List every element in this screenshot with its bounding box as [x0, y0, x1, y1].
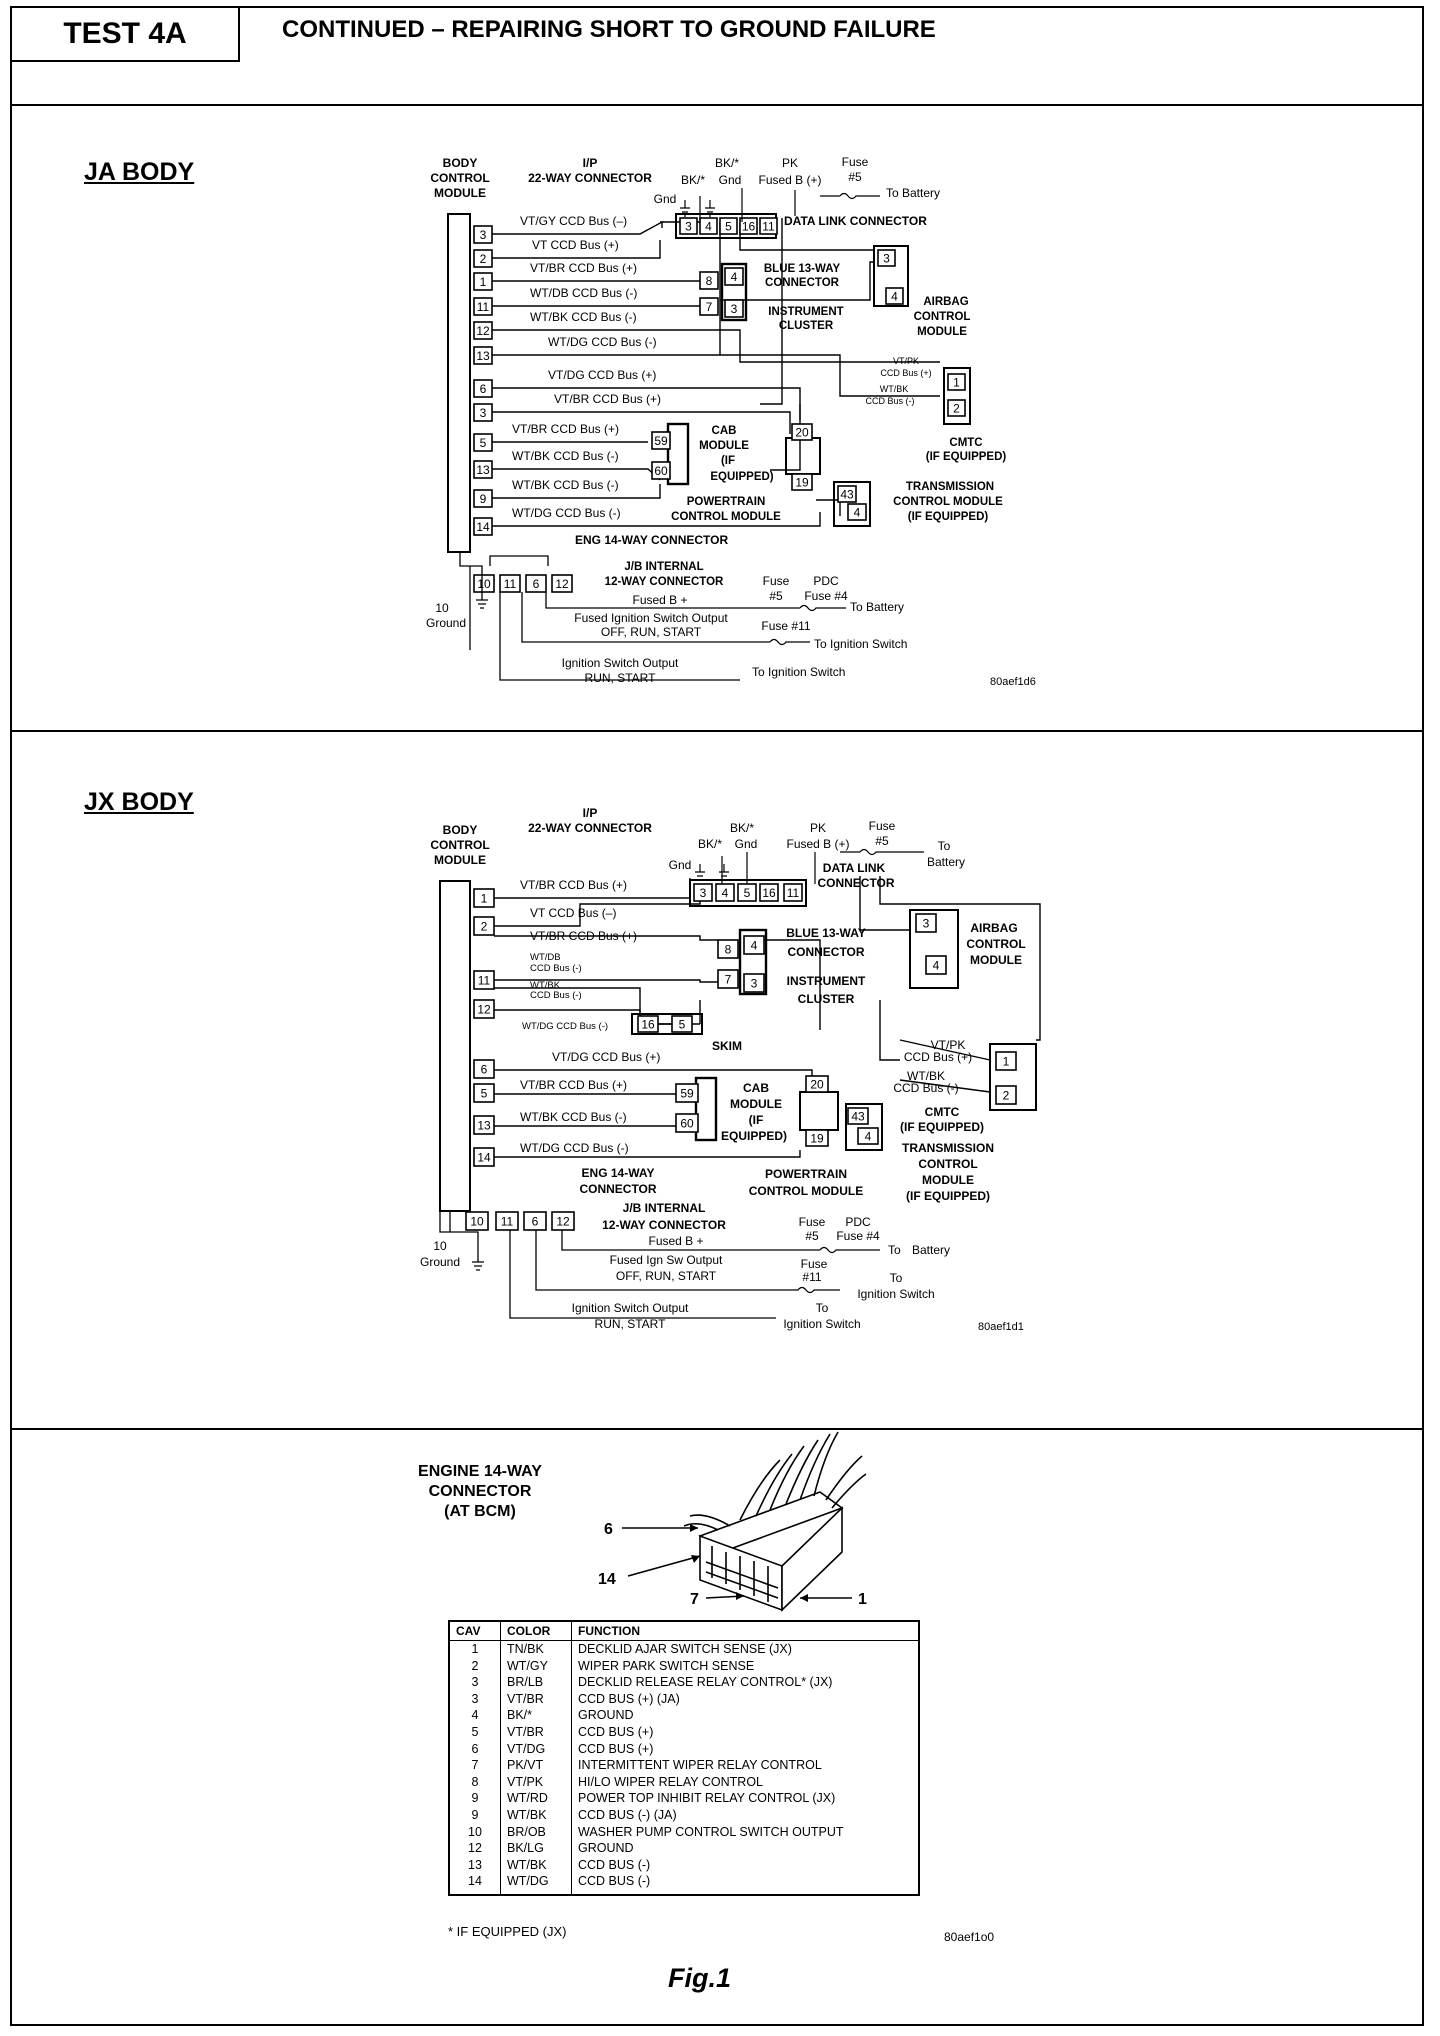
color-cell: BK/LG [500, 1840, 572, 1857]
header: TEST 4A CONTINUED – REPAIRING SHORT TO G… [12, 8, 1422, 106]
color-cell: WT/BK [500, 1856, 572, 1874]
table-header-row: CAV COLOR FUNCTION [448, 1620, 920, 1641]
cav-cell: 2 [448, 1657, 501, 1675]
cav-cell: 6 [448, 1740, 501, 1758]
cav-cell: 3 [448, 1674, 501, 1691]
cav-cell: 4 [448, 1707, 501, 1724]
page-frame: TEST 4A CONTINUED – REPAIRING SHORT TO G… [10, 6, 1424, 2026]
color-cell: VT/BR [500, 1723, 572, 1741]
color-cell: BK/* [500, 1707, 572, 1724]
cav-cell: 3 [448, 1690, 501, 1708]
function-cell: POWER TOP INHIBIT RELAY CONTROL (JX) [571, 1790, 920, 1807]
function-cell: WASHER PUMP CONTROL SWITCH OUTPUT [571, 1823, 920, 1841]
function-cell: CCD BUS (+) [571, 1740, 920, 1758]
function-cell: DECKLID AJAR SWITCH SENSE (JX) [571, 1640, 920, 1658]
connector-ref-code: 80aef1o0 [944, 1930, 995, 1944]
function-cell: CCD BUS (-) [571, 1873, 920, 1895]
jx-section-label: JX BODY [84, 788, 194, 816]
cav-cell: 5 [448, 1723, 501, 1741]
cav-cell: 8 [448, 1773, 501, 1791]
test-label: TEST 4A [12, 8, 240, 62]
cav-cell: 7 [448, 1757, 501, 1774]
color-cell: WT/BK [500, 1806, 572, 1824]
cav-cell: 10 [448, 1823, 501, 1841]
cav-cell: 14 [448, 1873, 501, 1895]
color-cell: WT/RD [500, 1790, 572, 1807]
figure-label: Fig.1 [668, 1963, 732, 1993]
color-header: COLOR [500, 1620, 572, 1641]
function-cell: CCD BUS (-) [571, 1856, 920, 1874]
color-cell: VT/BR [500, 1690, 572, 1708]
color-cell: PK/VT [500, 1757, 572, 1774]
function-cell: CCD BUS (+) (JA) [571, 1690, 920, 1708]
footnote: * IF EQUIPPED (JX) [448, 1924, 567, 1939]
function-cell: GROUND [571, 1840, 920, 1857]
color-cell: TN/BK [500, 1640, 572, 1658]
jx-body-section: JX BODY [12, 732, 1422, 1430]
cav-cell: 1 [448, 1640, 501, 1658]
function-cell: DECKLID RELEASE RELAY CONTROL* (JX) [571, 1674, 920, 1691]
color-cell: BR/LB [500, 1674, 572, 1691]
function-cell: WIPER PARK SWITCH SENSE [571, 1657, 920, 1675]
cav-cell: 9 [448, 1790, 501, 1807]
color-cell: WT/DG [500, 1873, 572, 1895]
cav-header: CAV [448, 1620, 501, 1641]
color-cell: BR/OB [500, 1823, 572, 1841]
page-title: CONTINUED – REPAIRING SHORT TO GROUND FA… [282, 16, 936, 43]
ja-body-section: JA BODY [12, 104, 1422, 732]
cav-cell: 12 [448, 1840, 501, 1857]
function-header: FUNCTION [571, 1620, 920, 1641]
function-cell: INTERMITTENT WIPER RELAY CONTROL [571, 1757, 920, 1774]
color-cell: WT/GY [500, 1657, 572, 1675]
cav-cell: 13 [448, 1856, 501, 1874]
function-cell: HI/LO WIPER RELAY CONTROL [571, 1773, 920, 1791]
color-cell: VT/PK [500, 1773, 572, 1791]
function-cell: GROUND [571, 1707, 920, 1724]
ja-section-label: JA BODY [84, 158, 195, 186]
color-cell: VT/DG [500, 1740, 572, 1758]
function-cell: CCD BUS (-) (JA) [571, 1806, 920, 1824]
cav-cell: 9 [448, 1806, 501, 1824]
function-cell: CCD BUS (+) [571, 1723, 920, 1741]
